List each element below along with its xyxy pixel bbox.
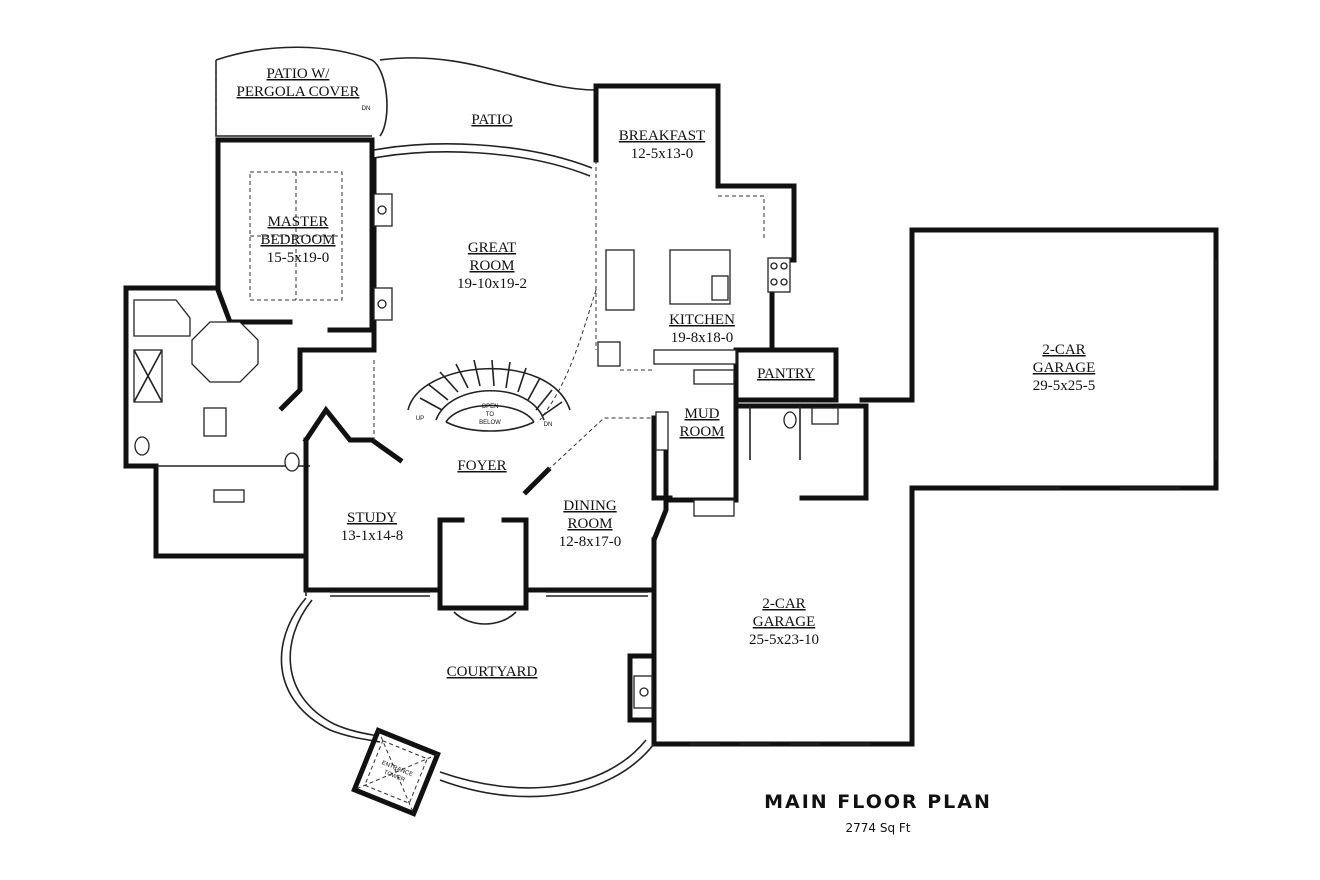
octagon-shower	[191, 321, 259, 383]
label-patio-pergola-1: PATIO W/	[267, 66, 331, 82]
column	[597, 341, 621, 367]
label-dining-1: DINING	[563, 498, 616, 514]
stair-open-2: TO	[486, 412, 495, 418]
label-great-room-1: GREAT	[468, 240, 516, 256]
label-kitchen: KITCHEN	[669, 312, 735, 328]
mud-step	[693, 499, 735, 517]
label-patio: PATIO	[471, 112, 512, 128]
dims-master: 15-5x19-0	[267, 250, 330, 266]
room-labels: PATIO W/ PERGOLA COVER DN PATIO BREAKFAS…	[237, 66, 1096, 784]
dims-dining: 12-8x17-0	[559, 534, 622, 550]
label-master-2: BEDROOM	[260, 232, 335, 248]
tub-deck	[203, 407, 227, 437]
plan-title: MAIN FLOOR PLAN	[764, 791, 992, 813]
label-mud-room-2: ROOM	[679, 424, 724, 440]
dims-great-room: 19-10x19-2	[457, 276, 527, 292]
corner-tub	[133, 299, 191, 337]
toilet-hall	[284, 452, 300, 472]
pantry-counter	[653, 349, 737, 365]
stair-open-1: OPEN	[481, 404, 498, 410]
stair-up: UP	[416, 416, 424, 422]
label-garage-large-2: GARAGE	[1033, 360, 1096, 376]
label-great-room-2: ROOM	[469, 258, 514, 274]
stair-open-3: BELOW	[479, 420, 501, 426]
kitchen-sink	[711, 275, 729, 301]
plan-area: 2774 Sq Ft	[845, 821, 910, 835]
label-garage-small-2: GARAGE	[753, 614, 816, 630]
toilet-master	[134, 436, 150, 456]
plan-title-block: MAIN FLOOR PLAN 2774 Sq Ft	[764, 791, 992, 835]
label-garage-large-1: 2-CAR	[1042, 342, 1085, 358]
label-master-1: MASTER	[268, 214, 329, 230]
fixtures	[133, 193, 839, 709]
laundry-sink	[811, 407, 839, 425]
label-breakfast: BREAKFAST	[619, 128, 705, 144]
garage-large-walls	[859, 227, 1219, 491]
label-courtyard: COURTYARD	[447, 664, 538, 680]
patio-area	[215, 46, 597, 177]
mud-lockers	[655, 411, 669, 451]
patio-dn-note: DN	[362, 106, 371, 112]
interior-lines	[249, 160, 765, 597]
label-dining-2: ROOM	[567, 516, 612, 532]
mud-bench	[693, 369, 735, 385]
toilet-mud	[783, 411, 797, 429]
dims-garage-small: 25-5x23-10	[749, 632, 819, 648]
label-pantry: PANTRY	[757, 366, 815, 382]
dims-breakfast: 12-5x13-0	[631, 146, 694, 162]
kitchen-counter-island	[605, 249, 635, 311]
courtyard-wall	[280, 597, 655, 817]
label-patio-pergola-2: PERGOLA COVER	[237, 84, 360, 100]
dims-kitchen: 19-8x18-0	[671, 330, 734, 346]
dims-study: 13-1x14-8	[341, 528, 404, 544]
dims-garage-large: 29-5x25-5	[1033, 378, 1096, 394]
label-study: STUDY	[347, 510, 397, 526]
label-mud-room-1: MUD	[684, 406, 719, 422]
vanity-bench	[213, 489, 245, 503]
label-garage-small-1: 2-CAR	[762, 596, 805, 612]
stair-dn: DN	[544, 422, 553, 428]
range-cooktop	[767, 257, 791, 293]
curved-stair	[407, 359, 571, 432]
label-foyer: FOYER	[457, 458, 506, 474]
